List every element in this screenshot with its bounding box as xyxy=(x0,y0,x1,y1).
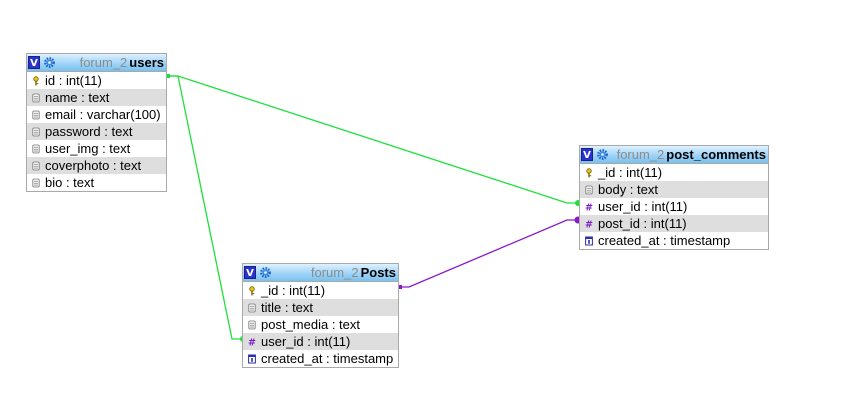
table-database-name: forum_2 xyxy=(310,265,359,280)
svg-text:#: # xyxy=(248,337,256,346)
gear-icon[interactable] xyxy=(596,148,609,161)
text-column-icon xyxy=(32,178,40,187)
table-column-row[interactable]: title : text xyxy=(243,299,398,316)
table-title: Posts xyxy=(360,265,396,280)
relation-users-post-comments-line xyxy=(167,75,578,204)
column-label: _id : int(11) xyxy=(598,165,663,180)
table-column-row[interactable]: id : int(11) xyxy=(27,72,166,89)
table-post-comments[interactable]: V forum_2 post_comments _id : int(11) bod… xyxy=(579,145,769,250)
table-column-row[interactable]: # post_id : int(11) xyxy=(580,215,768,232)
text-column-icon xyxy=(32,127,40,136)
column-label: email : varchar(100) xyxy=(45,107,161,122)
view-icon[interactable]: V xyxy=(581,148,593,161)
text-column-icon xyxy=(32,144,40,153)
numeric-column-icon: # xyxy=(585,219,593,228)
gear-icon[interactable] xyxy=(43,56,56,69)
numeric-column-icon: # xyxy=(248,337,256,346)
table-columns: _id : int(11) title : text post_media : te… xyxy=(243,282,398,367)
text-column-icon xyxy=(585,185,593,194)
table-column-row[interactable]: _id : int(11) xyxy=(580,164,768,181)
table-users[interactable]: V forum_2 users id : int(11) name : text e… xyxy=(26,53,167,192)
table-column-row[interactable]: body : text xyxy=(580,181,768,198)
table-title: post_comments xyxy=(666,147,766,162)
table-column-row[interactable]: password : text xyxy=(27,123,166,140)
table-header[interactable]: V forum_2 post_comments xyxy=(580,146,768,164)
primary-key-icon xyxy=(586,167,592,177)
column-label: user_id : int(11) xyxy=(598,199,688,214)
view-icon[interactable]: V xyxy=(28,56,40,69)
table-header[interactable]: V forum_2 Posts xyxy=(243,264,398,282)
table-columns: id : int(11) name : text email : varchar(1… xyxy=(27,72,166,191)
column-label: created_at : timestamp xyxy=(598,233,731,248)
text-column-icon xyxy=(32,161,40,170)
table-column-row[interactable]: name : text xyxy=(27,89,166,106)
table-database-name: forum_2 xyxy=(616,147,665,162)
table-column-row[interactable]: # user_id : int(11) xyxy=(580,198,768,215)
table-title: users xyxy=(129,55,164,70)
column-label: user_id : int(11) xyxy=(261,334,351,349)
column-label: _id : int(11) xyxy=(261,283,326,298)
table-column-row[interactable]: created_at : timestamp xyxy=(243,350,398,367)
timestamp-column-icon xyxy=(585,236,593,245)
column-label: post_id : int(11) xyxy=(598,216,687,231)
table-column-row[interactable]: _id : int(11) xyxy=(243,282,398,299)
column-label: body : text xyxy=(598,182,658,197)
text-column-icon xyxy=(248,320,256,329)
column-label: password : text xyxy=(45,124,133,139)
column-label: post_media : text xyxy=(261,317,360,332)
column-label: id : int(11) xyxy=(45,73,102,88)
text-column-icon xyxy=(32,93,40,102)
relation-users-posts-line xyxy=(167,75,243,340)
numeric-column-icon: # xyxy=(585,202,593,211)
column-label: user_img : text xyxy=(45,141,131,156)
table-header[interactable]: V forum_2 users xyxy=(27,54,166,72)
table-columns: _id : int(11) body : text # user_id : int(1… xyxy=(580,164,768,249)
relation-start-marker xyxy=(398,285,402,289)
column-label: coverphoto : text xyxy=(45,158,142,173)
text-column-icon xyxy=(248,303,256,312)
primary-key-icon xyxy=(33,75,39,85)
view-icon[interactable]: V xyxy=(244,266,256,279)
table-column-row[interactable]: coverphoto : text xyxy=(27,157,166,174)
table-column-row[interactable]: # user_id : int(11) xyxy=(243,333,398,350)
table-column-row[interactable]: post_media : text xyxy=(243,316,398,333)
relation-start-marker xyxy=(166,74,170,78)
primary-key-icon xyxy=(249,285,255,295)
table-posts[interactable]: V forum_2 Posts _id : int(11) title : tex… xyxy=(242,263,399,368)
column-label: name : text xyxy=(45,90,110,105)
table-database-name: forum_2 xyxy=(79,55,128,70)
timestamp-column-icon xyxy=(248,354,256,363)
relation-posts-post-comments-line xyxy=(399,219,578,288)
table-column-row[interactable]: bio : text xyxy=(27,174,166,191)
svg-text:#: # xyxy=(585,202,593,211)
column-label: created_at : timestamp xyxy=(261,351,394,366)
column-label: bio : text xyxy=(45,175,95,190)
text-column-icon xyxy=(32,110,40,119)
column-label: title : text xyxy=(261,300,314,315)
table-column-row[interactable]: email : varchar(100) xyxy=(27,106,166,123)
table-column-row[interactable]: user_img : text xyxy=(27,140,166,157)
gear-icon[interactable] xyxy=(259,266,272,279)
svg-text:#: # xyxy=(585,219,593,228)
table-column-row[interactable]: created_at : timestamp xyxy=(580,232,768,249)
